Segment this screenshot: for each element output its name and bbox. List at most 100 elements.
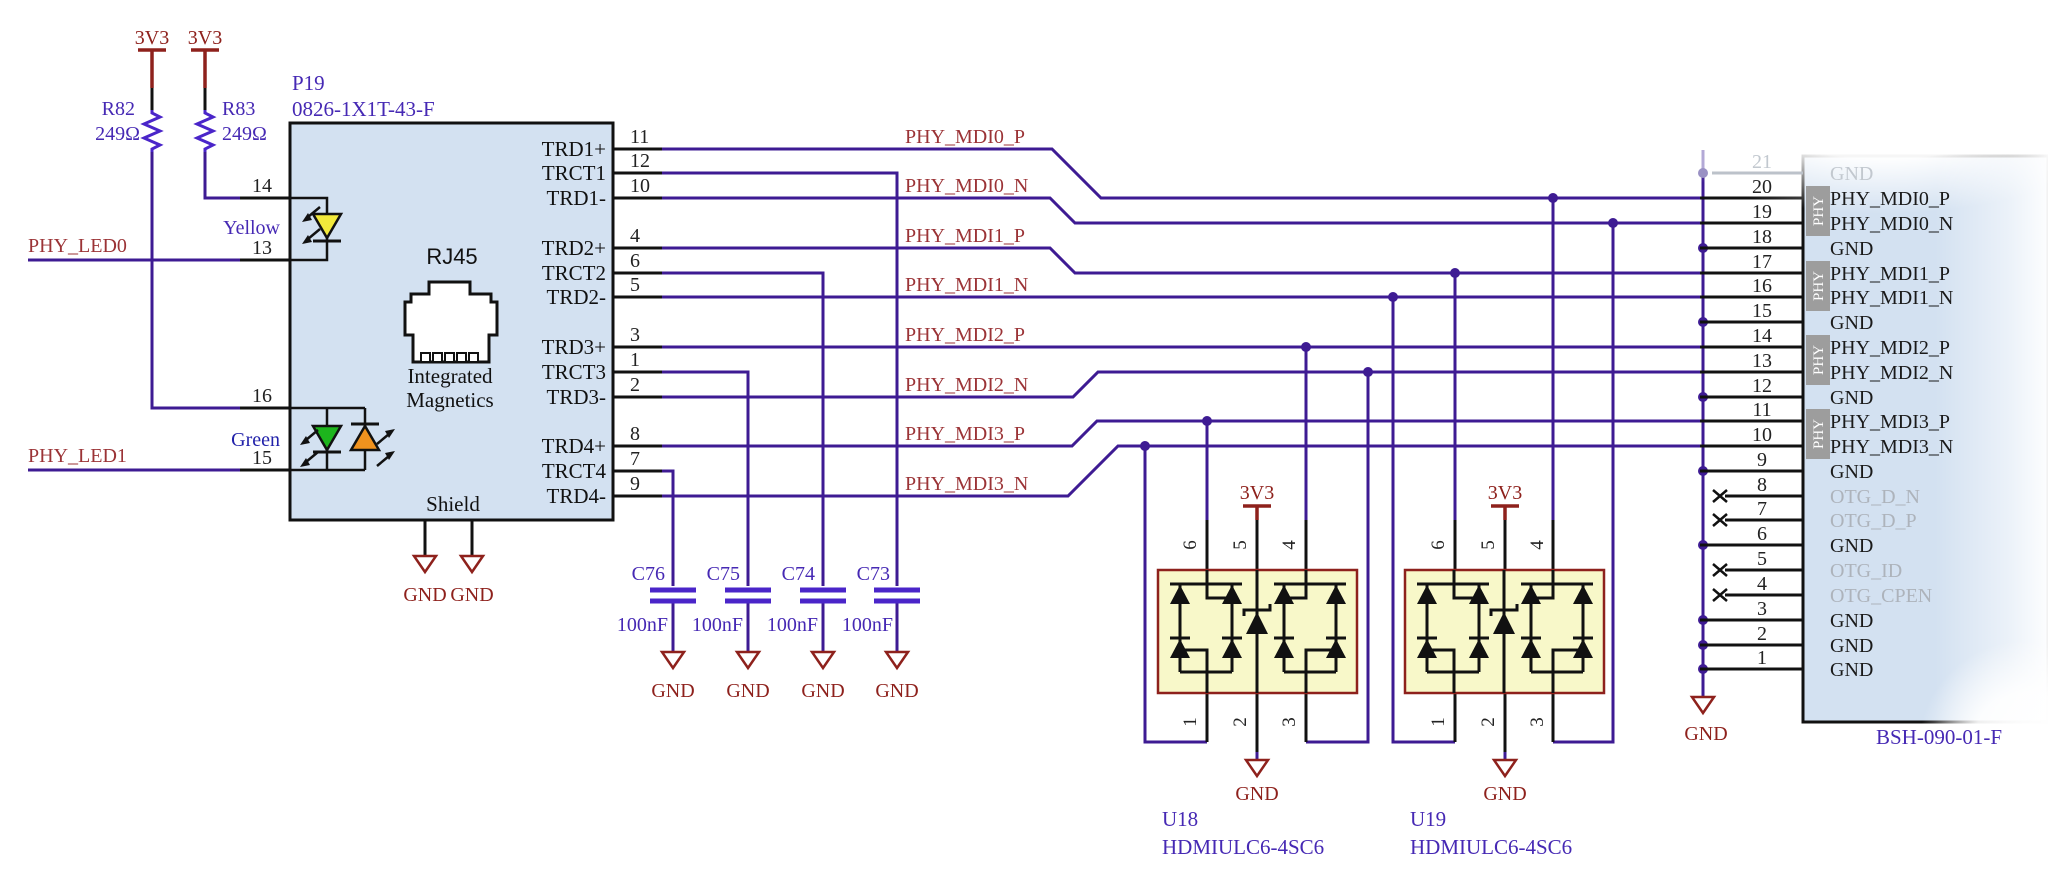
svg-text:100nF: 100nF (617, 614, 668, 636)
svg-text:TRD1+: TRD1+ (542, 137, 606, 161)
rj45-jack-icon (403, 280, 499, 364)
esd-u18-labels: 3V3 GND U18 HDMIULC6-4SC6 (1162, 482, 1324, 859)
svg-text:9: 9 (630, 473, 640, 495)
svg-text:12: 12 (1752, 375, 1772, 397)
svg-text:GND: GND (1830, 163, 1873, 185)
svg-text:3: 3 (630, 324, 640, 346)
svg-text:6: 6 (630, 250, 640, 272)
svg-text:U19: U19 (1410, 807, 1446, 831)
shield-gnd-label-1: GND (403, 584, 446, 606)
svg-text:TRD2-: TRD2- (547, 285, 607, 309)
svg-text:PHY: PHY (1811, 345, 1827, 375)
connector-gnd-label: GND (1684, 723, 1727, 745)
rail-3v3-label-1: 3V3 (135, 27, 169, 49)
pin-15: 15 (252, 447, 272, 469)
svg-text:GND: GND (1830, 635, 1873, 657)
svg-text:PHY_MDI2_N: PHY_MDI2_N (1830, 362, 1953, 384)
ghost-pin21 (1698, 150, 1803, 178)
svg-text:TRD2+: TRD2+ (542, 236, 606, 260)
capacitor-labels: C76 100nF GND C75 100nF GND C74 100nF GN… (617, 563, 919, 702)
rail-3v3-label-2: 3V3 (188, 27, 222, 49)
svg-text:GND: GND (1830, 659, 1873, 681)
svg-text:5: 5 (1757, 548, 1767, 570)
svg-text:100nF: 100nF (692, 614, 743, 636)
svg-text:PHY_MDI2_N: PHY_MDI2_N (905, 374, 1028, 396)
svg-text:12: 12 (630, 150, 650, 172)
svg-text:C75: C75 (707, 563, 740, 585)
svg-text:HDMIULC6-4SC6: HDMIULC6-4SC6 (1162, 835, 1324, 859)
svg-text:3: 3 (1527, 717, 1548, 727)
pin-14: 14 (252, 175, 272, 197)
svg-text:14: 14 (1752, 325, 1772, 347)
svg-text:3: 3 (1757, 598, 1767, 620)
svg-text:PHY_MDI3_N: PHY_MDI3_N (905, 473, 1028, 495)
svg-text:18: 18 (1752, 226, 1772, 248)
magnetics-label-1: Integrated (407, 364, 493, 388)
resistor-r82-symbol (142, 108, 162, 154)
svg-text:10: 10 (1752, 424, 1772, 446)
svg-text:U18: U18 (1162, 807, 1198, 831)
r82-ref: R82 (102, 98, 135, 120)
svg-text:TRD1-: TRD1- (547, 186, 607, 210)
svg-text:PHY: PHY (1811, 419, 1827, 449)
phy-tags: PHY PHY PHY PHY (1806, 186, 1830, 459)
svg-text:TRCT2: TRCT2 (542, 261, 606, 285)
svg-text:20: 20 (1752, 176, 1772, 198)
connector-pin-numbers: 21 20 19 18 17 16 15 14 13 12 11 10 9 8 … (1752, 151, 1772, 669)
svg-text:2: 2 (1478, 717, 1499, 727)
fade-overlays (1615, 50, 2048, 780)
yellow-led-icon (300, 205, 344, 246)
capacitor-c75-symbol (725, 590, 771, 601)
svg-text:GND: GND (1830, 387, 1873, 409)
svg-text:4: 4 (1757, 573, 1767, 595)
svg-text:PHY_MDI0_P: PHY_MDI0_P (905, 126, 1025, 148)
svg-text:TRD4+: TRD4+ (542, 434, 606, 458)
svg-text:TRD3+: TRD3+ (542, 335, 606, 359)
svg-text:2: 2 (1230, 717, 1251, 727)
svg-text:1: 1 (1180, 717, 1201, 727)
svg-text:6: 6 (1180, 540, 1201, 550)
svg-text:PHY_MDI2_P: PHY_MDI2_P (1830, 337, 1950, 359)
rj45-pin-numbers: 11 12 10 4 6 5 3 1 2 8 7 9 (630, 126, 650, 495)
shield-label: Shield (426, 492, 480, 516)
svg-text:5: 5 (630, 274, 640, 296)
svg-text:11: 11 (630, 126, 649, 148)
jack-label: RJ45 (426, 244, 477, 269)
svg-text:PHY_MDI3_P: PHY_MDI3_P (1830, 411, 1950, 433)
magnetics-label-2: Magnetics (406, 388, 493, 412)
svg-text:PHY_MDI3_N: PHY_MDI3_N (1830, 436, 1953, 458)
svg-text:8: 8 (1757, 474, 1767, 496)
svg-text:PHY_MDI2_P: PHY_MDI2_P (905, 324, 1025, 346)
esd-u19-labels: 3V3 GND U19 HDMIULC6-4SC6 (1410, 482, 1572, 859)
net-phy-led1: PHY_LED1 (28, 445, 127, 467)
svg-text:GND: GND (1830, 535, 1873, 557)
svg-text:2: 2 (1757, 623, 1767, 645)
svg-text:15: 15 (1752, 300, 1772, 322)
svg-text:PHY_MDI1_P: PHY_MDI1_P (905, 225, 1025, 247)
resistor-r83-symbol (195, 108, 215, 154)
svg-text:C74: C74 (782, 563, 815, 585)
svg-text:GND: GND (651, 680, 694, 702)
svg-text:3V3: 3V3 (1240, 482, 1274, 504)
net-wires (28, 147, 1705, 760)
svg-text:OTG_D_P: OTG_D_P (1830, 510, 1917, 532)
no-connect-marks (1712, 489, 1728, 602)
net-phy-led0: PHY_LED0 (28, 235, 127, 257)
svg-text:TRD3-: TRD3- (547, 385, 607, 409)
r82-value: 249Ω (95, 123, 140, 145)
svg-text:3: 3 (1279, 717, 1300, 727)
svg-text:1: 1 (630, 349, 640, 371)
esd-pin-numbers: 6 5 4 1 2 3 6 5 4 1 2 3 (1180, 540, 1548, 727)
svg-text:GND: GND (875, 680, 918, 702)
svg-text:3V3: 3V3 (1488, 482, 1522, 504)
pin-16: 16 (252, 385, 272, 407)
svg-text:6: 6 (1428, 540, 1449, 550)
svg-text:4: 4 (1527, 540, 1548, 550)
capacitor-c76-symbol (650, 590, 696, 601)
led-green-label: Green (231, 429, 280, 451)
svg-text:11: 11 (1752, 399, 1771, 421)
svg-text:TRCT3: TRCT3 (542, 360, 606, 384)
svg-text:GND: GND (1830, 312, 1873, 334)
rj45-part: 0826-1X1T-43-F (292, 97, 435, 121)
